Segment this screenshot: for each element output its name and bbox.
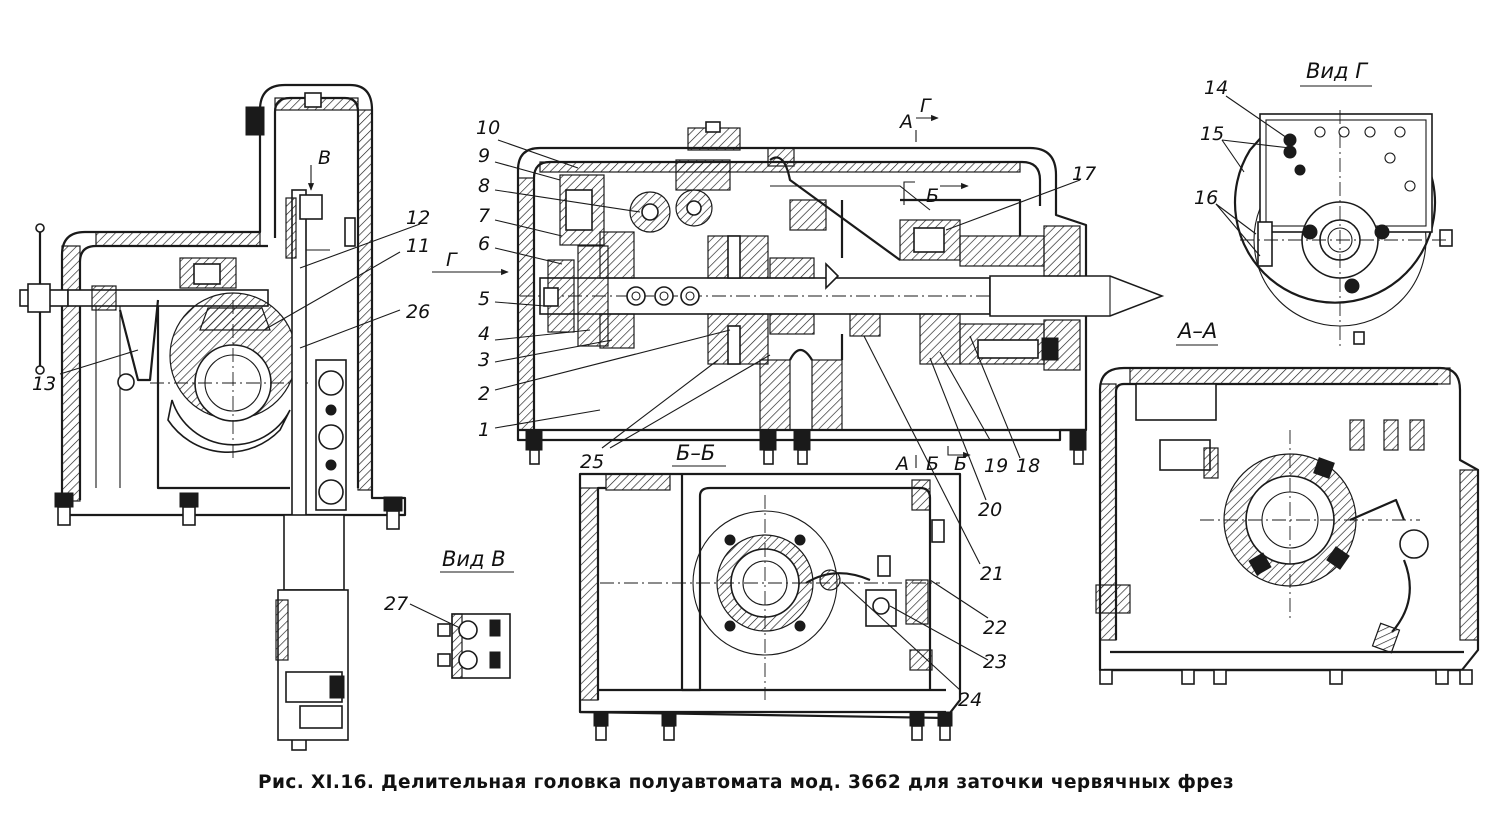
callout-20: 20: [978, 499, 1002, 521]
letter-b-arrow: В: [318, 147, 331, 169]
callout-5: 5: [478, 288, 490, 310]
callout-26: 26: [406, 301, 430, 323]
callout-15: 15: [1200, 123, 1224, 145]
callout-22: 22: [983, 617, 1007, 639]
leader-lines: [59, 95, 1291, 691]
letter-b-bottom-2: Б: [954, 453, 967, 475]
callout-21: 21: [980, 563, 1004, 585]
view-v: [437, 571, 514, 679]
callout-25: 25: [580, 451, 604, 473]
view-g: [1233, 85, 1453, 350]
letter-b-top: Б: [926, 185, 939, 207]
title-section-bb: Б–Б: [676, 441, 715, 465]
callout-23: 23: [983, 651, 1007, 673]
callout-3: 3: [478, 349, 490, 371]
callout-17: 17: [1072, 163, 1096, 185]
callout-27: 27: [384, 593, 408, 615]
section-bb-view: [578, 465, 962, 741]
callout-labels: 10 9 8 7 6 5 4 3 2 1 25 17 18 19 20 21 2…: [32, 77, 1228, 711]
callout-8: 8: [478, 175, 490, 197]
view-titles: Вид Г А–А Б–Б Вид В: [442, 59, 1369, 571]
callout-24: 24: [958, 689, 982, 711]
letter-a-top: А: [898, 111, 913, 133]
callout-1: 1: [478, 419, 490, 441]
letter-g-top: Г: [920, 95, 932, 117]
callout-6: 6: [478, 233, 490, 255]
title-vid-g: Вид Г: [1306, 59, 1369, 83]
letter-g-arrow: Г: [446, 249, 458, 271]
callout-19: 19: [984, 455, 1008, 477]
title-section-aa: А–А: [1176, 319, 1217, 343]
title-vid-v: Вид В: [442, 547, 506, 571]
callout-9: 9: [478, 145, 490, 167]
callout-18: 18: [1016, 455, 1040, 477]
callout-12: 12: [406, 207, 430, 229]
callout-14: 14: [1204, 77, 1228, 99]
callout-11: 11: [406, 235, 430, 257]
main-section-view: [432, 114, 1165, 468]
section-aa-view: [1095, 344, 1480, 685]
callout-7: 7: [478, 205, 490, 227]
callout-4: 4: [478, 323, 490, 345]
callout-16: 16: [1194, 187, 1218, 209]
letter-b-bottom-1: Б: [926, 453, 939, 475]
direction-letters: В Г А Г Б А Б Б: [318, 95, 967, 475]
callout-13: 13: [32, 373, 56, 395]
left-side-view: [19, 83, 407, 751]
callout-2: 2: [478, 383, 490, 405]
letter-a-bottom: А: [894, 453, 909, 475]
figure-caption: Рис. XI.16. Делительная головка полуавто…: [258, 772, 1235, 793]
callout-10: 10: [476, 117, 500, 139]
